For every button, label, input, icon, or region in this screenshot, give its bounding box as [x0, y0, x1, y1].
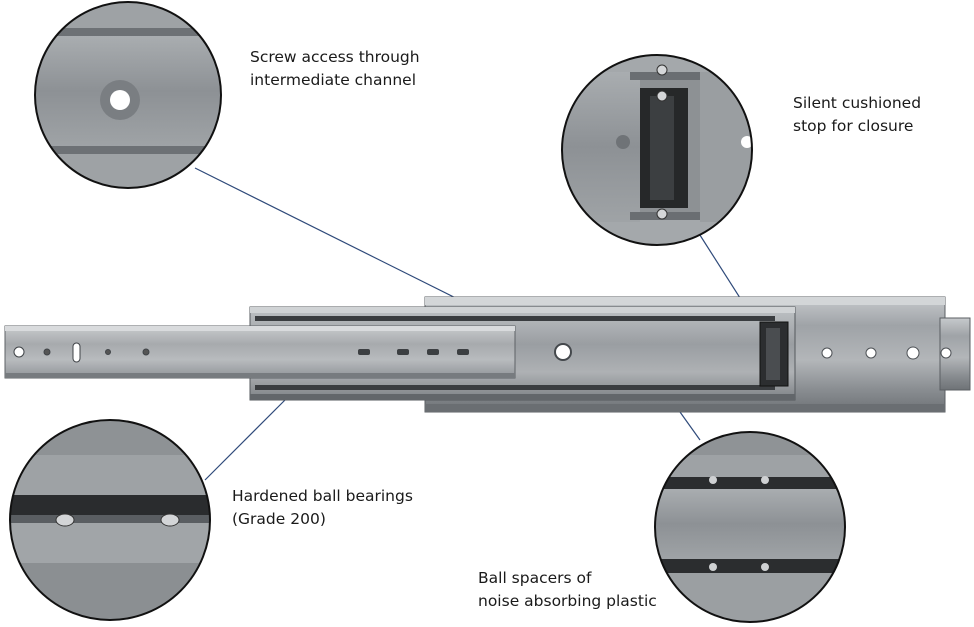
screw-access-hole — [554, 343, 572, 361]
callout-screw-access-line1: Screw access through — [250, 48, 420, 66]
outer-channel-end-tab — [939, 317, 971, 391]
inner-member-holes — [13, 342, 150, 363]
callout-ball-spacers-line2: noise absorbing plastic — [478, 592, 657, 610]
zoom-circle-ball-spacers — [654, 431, 846, 623]
inner-member-slots — [358, 349, 469, 355]
leader-line-ball-bearings — [204, 394, 291, 481]
drawer-slide — [4, 296, 971, 413]
callout-ball-bearings-line1: Hardened ball bearings — [232, 487, 413, 505]
callout-screw-access: Screw access through intermediate channe… — [250, 46, 420, 92]
callout-cushioned-stop-line1: Silent cushioned — [793, 94, 922, 112]
callout-ball-bearings: Hardened ball bearings (Grade 200) — [232, 485, 413, 531]
zoom-circle-ball-bearings — [9, 419, 211, 621]
callout-screw-access-line2: intermediate channel — [250, 71, 416, 89]
bearing-strip-bottom — [255, 385, 775, 390]
callout-cushioned-stop: Silent cushioned stop for closure — [793, 92, 921, 138]
zoom-circle-screw-access — [34, 1, 222, 189]
callout-ball-spacers-line1: Ball spacers of — [478, 569, 592, 587]
callout-cushioned-stop-line2: stop for closure — [793, 117, 914, 135]
outer-channel-holes — [821, 346, 952, 360]
leader-line-ball-spacers — [679, 411, 701, 441]
callout-ball-spacers: Ball spacers of noise absorbing plastic — [478, 567, 657, 613]
bearing-strip-top — [255, 316, 775, 321]
zoom-circle-cushioned-stop — [561, 54, 753, 246]
callout-ball-bearings-line2: (Grade 200) — [232, 510, 326, 528]
